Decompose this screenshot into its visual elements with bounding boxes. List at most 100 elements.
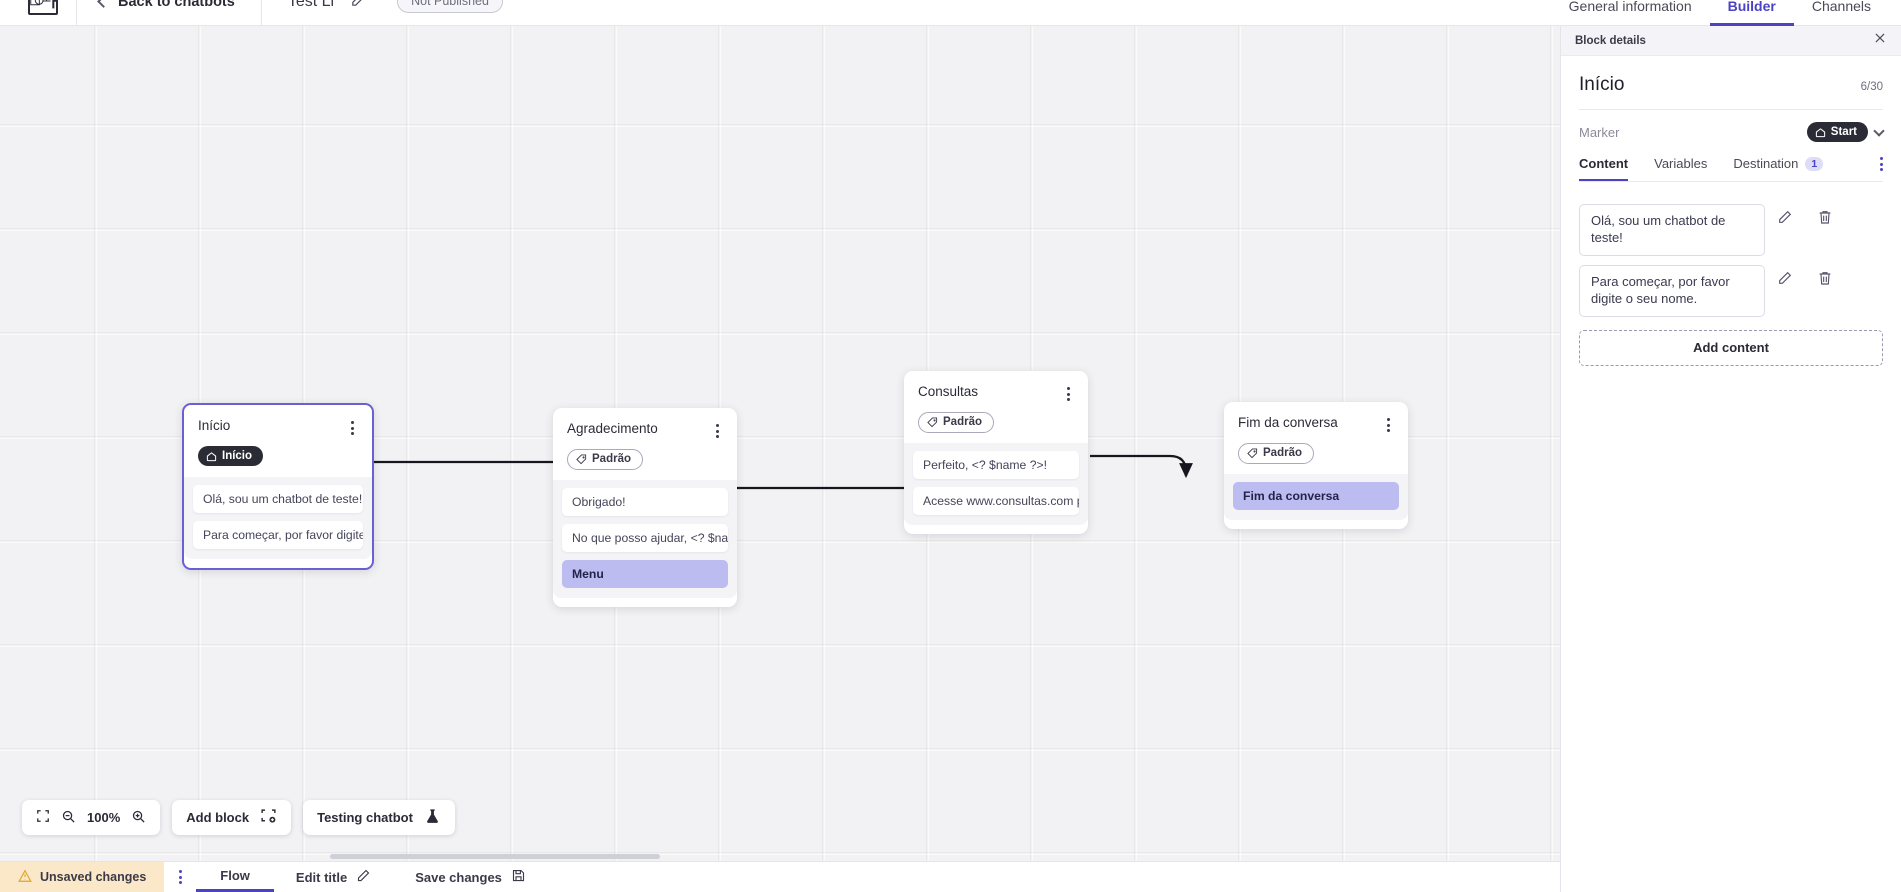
add-content-button[interactable]: Add content xyxy=(1579,329,1883,366)
flow-node-consultas[interactable]: Consultas Padrão Perfeito, <? $name ?>! … xyxy=(904,371,1088,534)
canvas-toolbar: 100% Add block Testing c xyxy=(22,800,455,835)
marker-start-badge: Start xyxy=(1806,122,1868,142)
back-to-chatbots-link[interactable]: Back to chatbots xyxy=(97,0,235,10)
panel-tabs-more-button[interactable] xyxy=(1880,157,1883,181)
node-start-badge: Início xyxy=(198,446,264,466)
divider xyxy=(260,0,262,25)
zoom-controls[interactable]: 100% xyxy=(22,800,161,835)
panel-title-row: Início 6/30 xyxy=(1579,74,1883,96)
panel-tabs: Content Variables Destination 1 xyxy=(1579,156,1883,182)
app-logo-icon[interactable]: ⎄┴┣ xyxy=(28,0,58,15)
flow-node-fim-da-conversa[interactable]: Fim da conversa Padrão Fim da conversa xyxy=(1224,402,1408,529)
tag-icon xyxy=(1247,447,1258,458)
tag-icon xyxy=(576,453,587,464)
publish-status-badge: Not Published xyxy=(397,0,503,13)
node-body: Fim da conversa xyxy=(1224,474,1408,520)
panel-header: Block details xyxy=(1561,26,1901,56)
tab-channels[interactable]: Channels xyxy=(1811,0,1871,14)
close-icon[interactable] xyxy=(1873,31,1887,50)
node-content-row[interactable]: Perfeito, <? $name ?>! xyxy=(913,451,1079,479)
node-tag-badge: Padrão xyxy=(1238,443,1314,464)
node-menu-button[interactable] xyxy=(347,418,358,438)
tag-icon xyxy=(927,416,938,427)
node-menu-button[interactable] xyxy=(712,421,723,441)
node-content-row[interactable]: Olá, sou um chatbot de teste! xyxy=(193,484,363,513)
zoom-out-icon[interactable] xyxy=(61,809,76,827)
node-header: Agradecimento xyxy=(553,408,737,441)
block-counter: 6/30 xyxy=(1860,81,1883,93)
node-title: Fim da conversa xyxy=(1238,415,1338,430)
node-content-row[interactable]: Acesse www.consultas.com par... xyxy=(913,487,1079,515)
chevron-down-icon[interactable] xyxy=(1873,124,1885,137)
save-changes-button[interactable]: Save changes xyxy=(393,862,548,892)
content-text[interactable]: Para começar, por favor digite o seu nom… xyxy=(1579,264,1765,317)
add-block-icon xyxy=(260,808,277,828)
node-menu-button[interactable] xyxy=(1063,384,1074,404)
node-badge-label: Início xyxy=(222,450,253,462)
node-content-row[interactable]: Obrigado! xyxy=(562,488,728,516)
zoom-level: 100% xyxy=(87,810,121,825)
page-title: Início xyxy=(1579,74,1625,95)
scrollbar-thumb[interactable] xyxy=(330,854,660,859)
node-badge-label: Padrão xyxy=(592,453,631,465)
node-body: Perfeito, <? $name ?>! Acesse www.consul… xyxy=(904,443,1088,525)
add-block-button[interactable]: Add block xyxy=(172,800,292,835)
status-more-button[interactable] xyxy=(164,862,196,892)
node-content-row-menu[interactable]: Menu xyxy=(562,560,728,588)
node-badge-label: Padrão xyxy=(943,416,982,428)
node-badge-area: Início xyxy=(184,438,372,477)
tab-variables[interactable]: Variables xyxy=(1654,156,1707,181)
save-disk-icon xyxy=(511,868,526,886)
node-tag-badge: Padrão xyxy=(567,449,643,470)
panel-header-title: Block details xyxy=(1575,34,1646,47)
content-item-actions xyxy=(1765,204,1845,225)
divider xyxy=(1579,109,1883,110)
node-tag-badge: Padrão xyxy=(918,412,994,433)
node-badge-area: Padrão xyxy=(904,404,1088,443)
pencil-icon[interactable] xyxy=(1765,209,1805,225)
tab-variables-label: Variables xyxy=(1654,156,1708,171)
node-badge-area: Padrão xyxy=(1224,435,1408,474)
main-tabs: General information Builder Channels xyxy=(1551,0,1901,26)
marker-dropdown[interactable]: Start xyxy=(1806,122,1885,142)
back-link-label: Back to chatbots xyxy=(118,0,235,10)
edit-title-button[interactable]: Edit title xyxy=(274,862,393,892)
node-menu-button[interactable] xyxy=(1383,415,1394,435)
content-list-item: Para começar, por favor digite o seu nom… xyxy=(1579,264,1883,317)
canvas-horizontal-scrollbar[interactable] xyxy=(0,852,1560,861)
flow-node-agradecimento[interactable]: Agradecimento Padrão Obrigado! No que po… xyxy=(553,408,737,607)
trash-icon[interactable] xyxy=(1805,209,1845,225)
flask-icon xyxy=(424,808,441,828)
pencil-icon[interactable] xyxy=(350,0,367,13)
edit-title-label: Edit title xyxy=(295,869,348,885)
node-content-row[interactable]: Para começar, por favor digite o ... xyxy=(193,520,363,549)
status-bar: Unsaved changes Flow Edit title Save cha… xyxy=(0,861,1560,892)
tab-flow[interactable]: Flow xyxy=(196,862,274,892)
marker-label: Marker xyxy=(1579,124,1620,140)
add-block-label: Add block xyxy=(186,810,250,825)
top-bar: ⎄┴┣ Back to chatbots Test Li Not Publish… xyxy=(0,0,1901,26)
flow-canvas[interactable]: Início Início Olá, sou um chatbot de tes… xyxy=(0,26,1560,861)
fit-screen-icon[interactable] xyxy=(36,809,50,826)
home-icon xyxy=(206,451,217,461)
node-content-row[interactable]: No que posso ajudar, <? $name ... xyxy=(562,524,728,552)
pencil-icon[interactable] xyxy=(1765,270,1805,286)
panel-body: Início 6/30 Marker Start xyxy=(1561,56,1901,182)
tab-content[interactable]: Content xyxy=(1579,156,1629,181)
tab-general-information[interactable]: General information xyxy=(1568,0,1692,14)
tab-content-label: Content xyxy=(1579,156,1629,171)
zoom-in-icon[interactable] xyxy=(131,809,146,827)
testing-chatbot-button[interactable]: Testing chatbot xyxy=(303,800,455,835)
trash-icon[interactable] xyxy=(1805,270,1845,286)
node-content-row[interactable]: Fim da conversa xyxy=(1233,482,1399,510)
tab-builder[interactable]: Builder xyxy=(1709,0,1794,26)
pencil-icon xyxy=(356,868,371,886)
chevron-left-icon xyxy=(97,0,110,8)
unsaved-changes-indicator: Unsaved changes xyxy=(0,862,165,892)
flow-node-inicio[interactable]: Início Início Olá, sou um chatbot de tes… xyxy=(182,403,374,570)
tab-destination[interactable]: Destination 1 xyxy=(1733,156,1824,181)
node-header: Início xyxy=(184,405,372,438)
content-item-actions xyxy=(1765,265,1845,286)
node-title: Início xyxy=(198,418,231,433)
content-text[interactable]: Olá, sou um chatbot de teste! xyxy=(1579,204,1765,256)
